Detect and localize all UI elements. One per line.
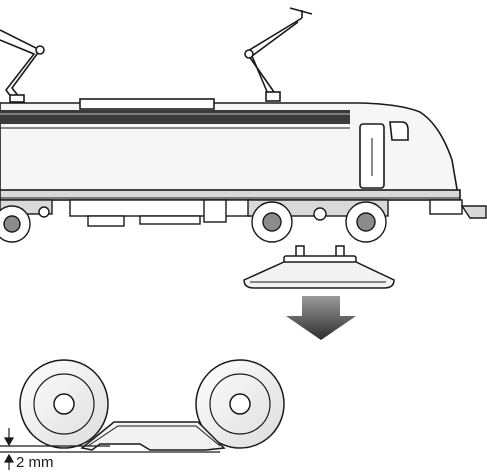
pantograph-right: [244, 7, 313, 102]
locomotive-body: [0, 98, 461, 201]
bogie-left: [0, 199, 53, 243]
pantograph-left: [0, 29, 45, 103]
bogie-right: [247, 199, 389, 243]
slider-shoe: [243, 245, 395, 289]
coupler: [429, 199, 487, 219]
down-arrow-icon: [286, 296, 356, 340]
detail-shoe: [80, 421, 226, 451]
gap-dimension: [0, 428, 220, 470]
detail-view: [19, 359, 285, 451]
body-stripe: [0, 110, 350, 124]
gap-dimension-label: 2 mm: [16, 454, 54, 471]
underframe: [69, 199, 251, 227]
